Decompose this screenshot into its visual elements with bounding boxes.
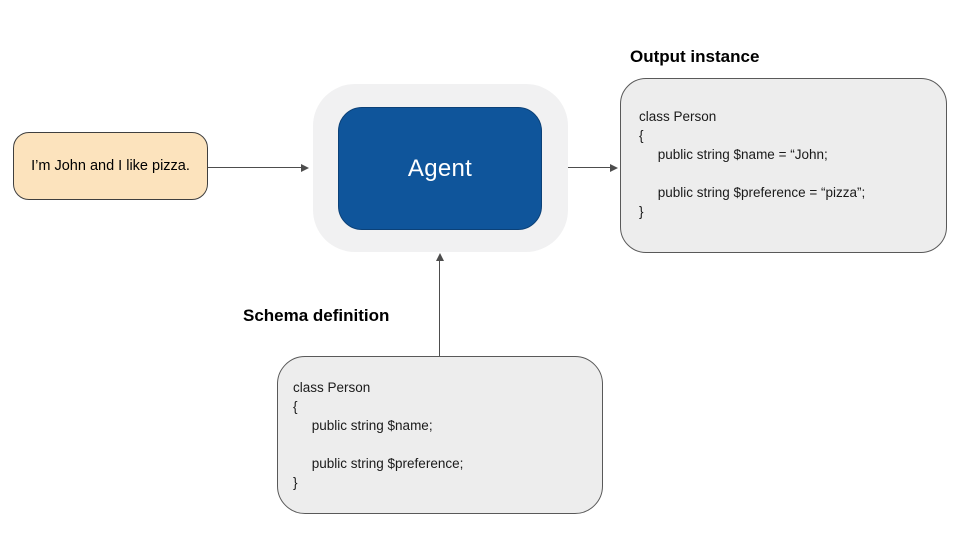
arrow-up-icon: [435, 253, 444, 261]
arrow-right-icon: [301, 163, 309, 172]
schema-definition-box: class Person { public string $name; publ…: [277, 356, 603, 514]
output-instance-box: class Person { public string $name = “Jo…: [620, 78, 947, 253]
output-instance-title: Output instance: [630, 47, 760, 66]
code-line: }: [639, 204, 644, 219]
code-line: }: [293, 475, 298, 490]
code-line: class Person: [293, 380, 371, 395]
arrow-schema-to-agent-line: [439, 260, 441, 356]
code-line: [293, 435, 592, 454]
code-line: public string $name = “John;: [639, 147, 828, 162]
arrow-agent-to-output-line: [568, 167, 611, 169]
input-phrase-box: I’m John and I like pizza.: [13, 132, 208, 200]
agent-label: Agent: [407, 154, 473, 182]
code-line: {: [639, 128, 644, 143]
arrow-right-icon: [610, 163, 618, 172]
code-line: class Person: [639, 109, 717, 124]
code-line: public string $name;: [293, 418, 433, 433]
agent-node: Agent: [338, 107, 542, 230]
input-phrase-text: I’m John and I like pizza.: [31, 158, 190, 174]
schema-definition-title: Schema definition: [243, 306, 390, 325]
code-line: public string $preference = “pizza”;: [639, 185, 866, 200]
code-line: public string $preference;: [293, 456, 464, 471]
code-line: [639, 164, 936, 183]
arrow-input-to-agent-line: [208, 167, 302, 169]
code-line: {: [293, 399, 298, 414]
